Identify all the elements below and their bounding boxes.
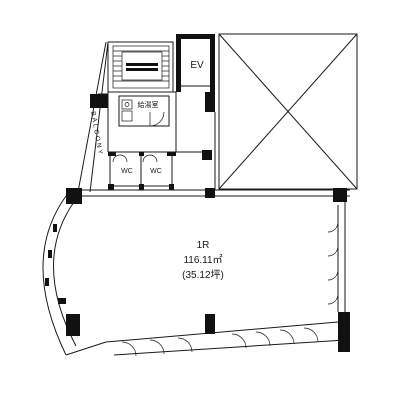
windows-right — [327, 221, 339, 305]
windows-bottom — [121, 327, 319, 357]
office-walls — [42, 188, 350, 356]
balcony-label: BALCONY — [89, 111, 104, 157]
office-area-m2: 116.11㎡ — [183, 254, 222, 266]
core-walls — [107, 91, 216, 190]
wc-left-label: WC — [121, 168, 133, 175]
utility-room: 給湯室 — [118, 95, 170, 127]
elevator: EV — [176, 34, 215, 112]
office-name: 1R — [197, 240, 210, 251]
balcony: BALCONY — [77, 41, 109, 193]
utility-room-label: 給湯室 — [138, 100, 159, 109]
office-labels: 1R 116.11㎡ (35.12坪) — [182, 240, 224, 281]
office-area-tsubo: (35.12坪) — [182, 268, 224, 281]
staircase — [107, 41, 174, 93]
washrooms: WC WC — [108, 151, 176, 190]
shaft — [218, 33, 358, 190]
wc-right-label: WC — [150, 168, 162, 175]
ev-label: EV — [190, 60, 204, 71]
